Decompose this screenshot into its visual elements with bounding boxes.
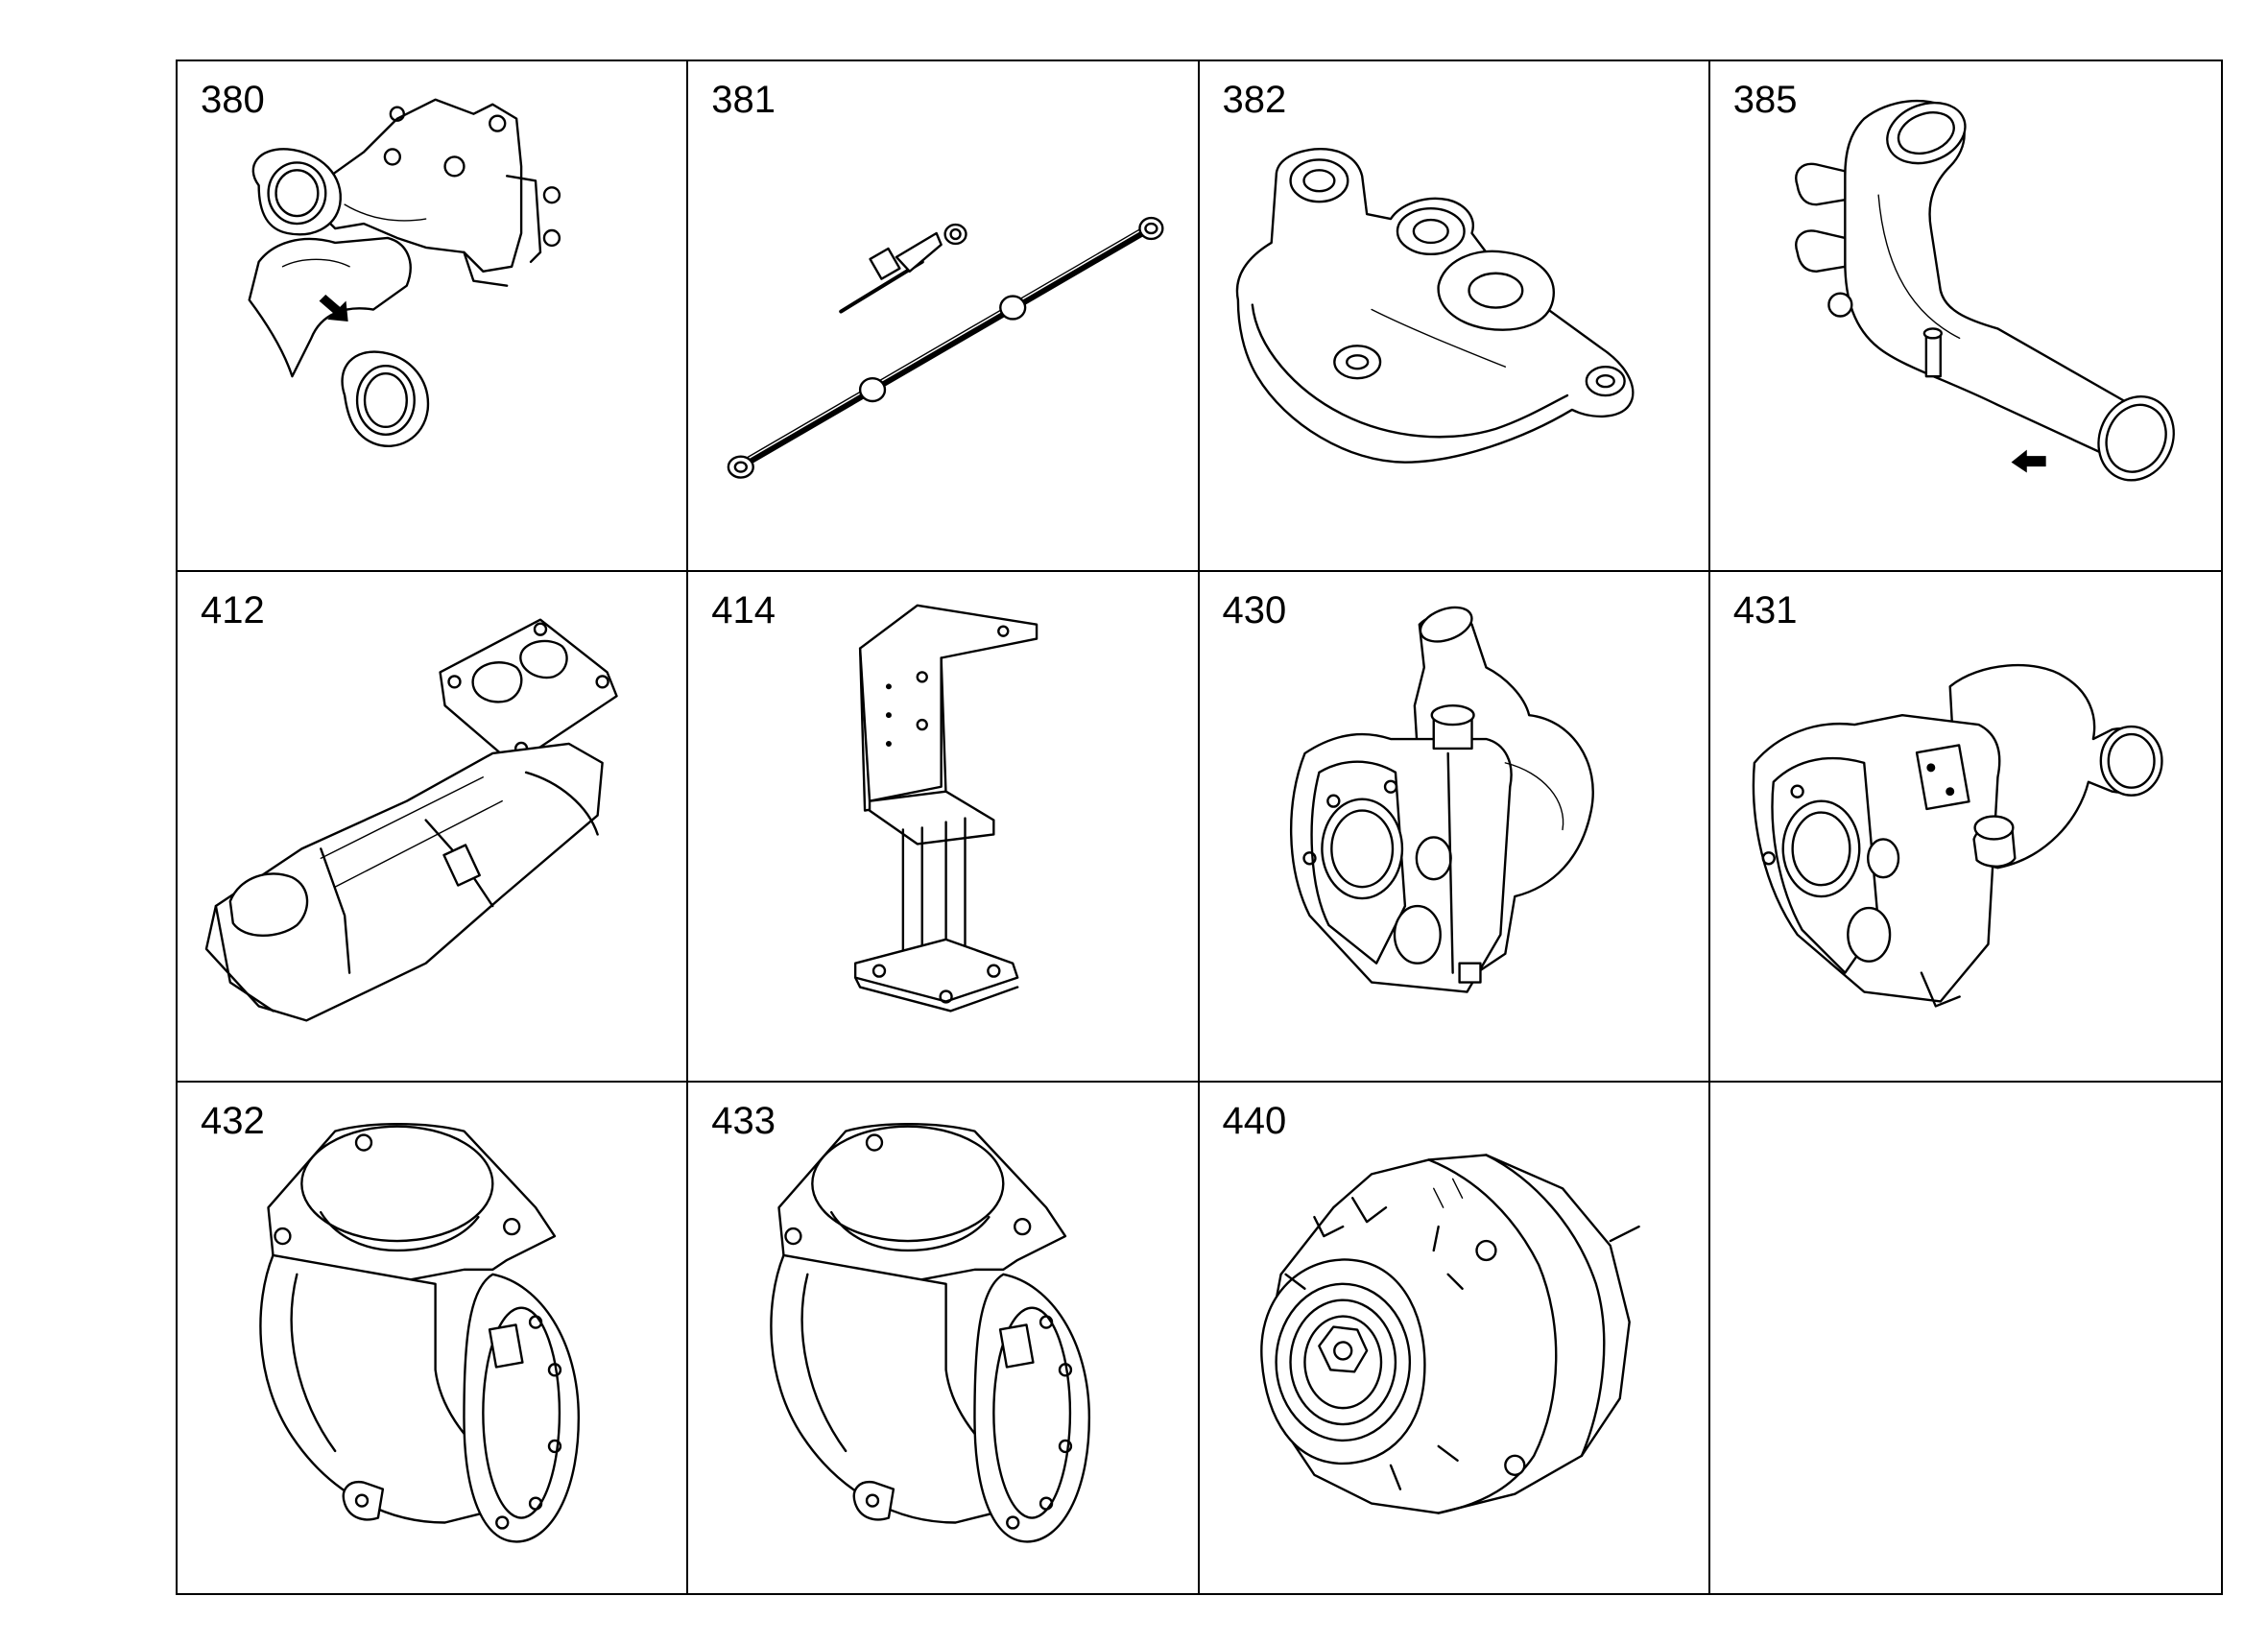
turbocharger-icon (1752, 663, 2163, 1008)
part-number: 414 (711, 589, 776, 631)
part-cell-380[interactable]: 380 (178, 61, 689, 572)
exhaust-manifold-icon (204, 618, 618, 1022)
part-cell-382[interactable]: 382 (1199, 61, 1710, 572)
part-number: 385 (1732, 79, 1798, 121)
part-cell-440[interactable]: 440 (1200, 1083, 1710, 1593)
empty-cell (1710, 1083, 2221, 1593)
parts-grid: 380 381 (176, 60, 2223, 1595)
part-cell-430[interactable]: 430 (1199, 572, 1710, 1083)
part-number: 433 (711, 1100, 776, 1142)
water-pump-housing-icon (248, 98, 561, 448)
cover-plate-icon (1235, 148, 1634, 464)
part-number: 412 (201, 589, 265, 631)
part-cell-412[interactable]: 412 (178, 572, 689, 1083)
bent-pipe-icon (1794, 99, 2175, 482)
part-number: 430 (1222, 589, 1287, 631)
part-number: 382 (1222, 79, 1287, 121)
part-number: 381 (711, 79, 776, 121)
part-cell-431[interactable]: 431 (1709, 572, 2221, 1083)
bracket-icon (854, 604, 1039, 1013)
part-number: 440 (1222, 1100, 1287, 1142)
elbow-flange-icon (259, 1122, 581, 1543)
part-number: 431 (1732, 589, 1798, 631)
part-cell-381[interactable]: 381 (688, 61, 1200, 572)
part-cell-385[interactable]: 385 (1709, 61, 2221, 572)
elbow-flange-icon (770, 1122, 1091, 1543)
part-number: 380 (201, 79, 265, 121)
turbocharger-icon (1289, 606, 1594, 993)
part-cell-433[interactable]: 433 (688, 1083, 1200, 1593)
alternator-icon (1259, 1154, 1640, 1514)
part-number: 432 (201, 1100, 265, 1142)
pipe-rod-icon (727, 216, 1164, 479)
part-cell-432[interactable]: 432 (178, 1083, 689, 1593)
part-cell-414[interactable]: 414 (688, 572, 1200, 1083)
